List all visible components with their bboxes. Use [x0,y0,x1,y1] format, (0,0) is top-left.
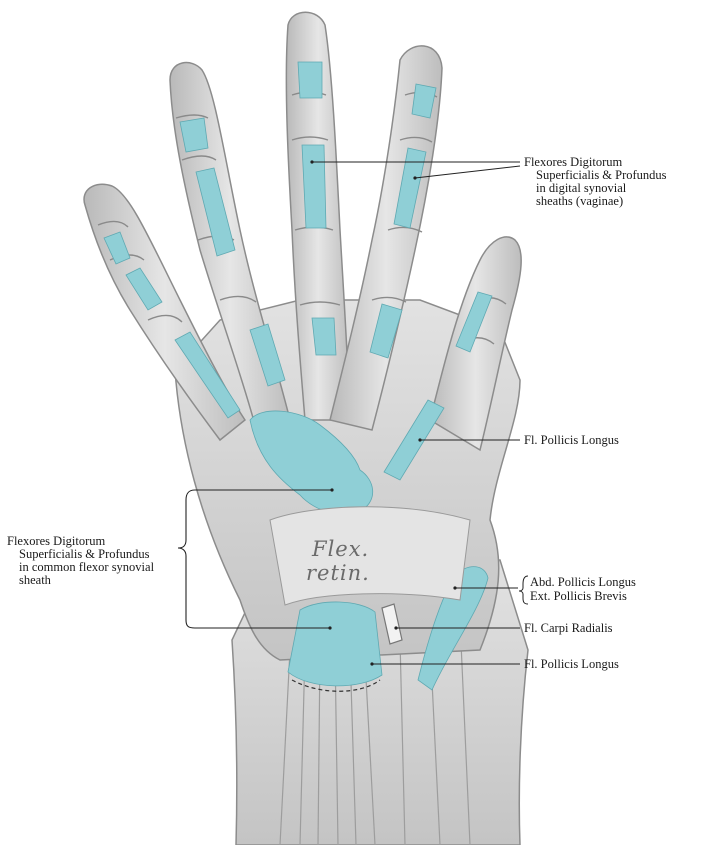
label-digital-sheaths-line3: in digital synovial [536,181,627,195]
middle-finger-sheath-base [311,317,337,356]
label-fl-pollicis-longus-lower: Fl. Pollicis Longus [524,657,619,671]
label-digital-sheaths-line1: Flexores Digitorum [524,155,623,169]
middle-finger-sheath [301,144,327,229]
thumb-sheath [455,291,493,353]
leader-dots [310,160,457,666]
label-abd-pollicis-longus: Abd. Pollicis Longus [530,575,636,589]
retinaculum-text-retin: retin. [306,561,370,585]
thumb [429,236,522,452]
fl-carpi-radialis-tendon [381,603,403,645]
leader-digital-sheaths-index [414,165,521,179]
label-common-sheath-line3: in common flexor synovial [19,560,155,574]
retinaculum-text-flex: Flex. [311,537,369,561]
label-ext-pollicis-brevis: Ext. Pollicis Brevis [530,589,627,603]
abd-ext-brace [518,575,529,605]
leader-lines [177,161,521,665]
middle-finger-sheath-tip [297,61,323,99]
label-fl-carpi-radialis: Fl. Carpi Radialis [524,621,613,635]
index-finger [329,45,443,431]
ring-finger-sheath-tip [179,117,209,153]
carpal-sheath [287,601,383,687]
little-finger-sheath-base [174,331,241,419]
label-common-sheath-line2: Superficialis & Profundus [19,547,150,561]
flexor-retinaculum [269,506,471,606]
label-fl-pollicis-longus-upper: Fl. Pollicis Longus [524,433,619,447]
index-finger-sheath [393,147,427,229]
little-finger-sheath-mid [125,267,163,311]
little-finger-sheath [103,231,131,265]
index-finger-sheath-base [369,303,403,359]
label-digital-sheaths-line2: Superficialis & Profundus [536,168,667,182]
label-digital-sheaths-line4: sheaths (vaginae) [536,194,624,208]
retinaculum-dash [291,679,381,692]
index-finger-sheath-tip [411,83,437,119]
label-common-sheath-line1: Flexores Digitorum [7,534,106,548]
fl-pollicis-longus-sheath [383,399,445,481]
common-flexor-sheath [249,410,374,515]
ring-finger-sheath [195,167,236,257]
label-common-sheath-line4: sheath [19,573,51,587]
leader-common-sheath [177,489,332,629]
ring-finger-sheath-base [249,323,286,387]
